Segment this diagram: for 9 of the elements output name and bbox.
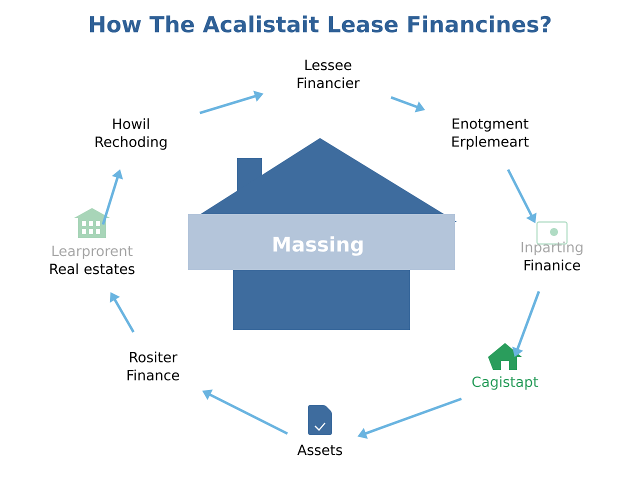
title: How The Acalistait Lease Financines? [90, 15, 551, 33]
step-label: Inparting Finanice [522, 242, 582, 270]
node-label: Massing [274, 236, 363, 256]
step-label: Cagistapt [472, 376, 538, 390]
step-label: Rositer Finance [128, 352, 180, 380]
step-label: Assets [297, 444, 342, 456]
step-label: Learprorent Real estates [50, 246, 134, 274]
step-label: Howil Rechoding [96, 118, 166, 150]
step-label: Lessee Financier [298, 60, 360, 88]
